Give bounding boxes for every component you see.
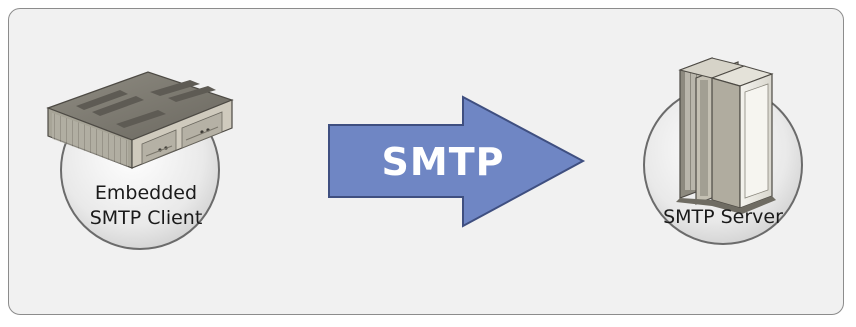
smtp-arrow: SMTP — [328, 95, 586, 228]
client-node: Embedded SMTP Client — [46, 71, 234, 250]
server-label: SMTP Server — [663, 206, 783, 228]
client-label-line2: SMTP Client — [90, 207, 203, 229]
arrow-shape — [328, 95, 586, 228]
arrow-label: SMTP — [382, 140, 505, 184]
hardware-appliance-icon — [46, 71, 234, 169]
client-label-line1: Embedded — [95, 182, 197, 204]
server-node: SMTP Server — [643, 57, 803, 245]
server-tower-icon — [676, 57, 776, 214]
